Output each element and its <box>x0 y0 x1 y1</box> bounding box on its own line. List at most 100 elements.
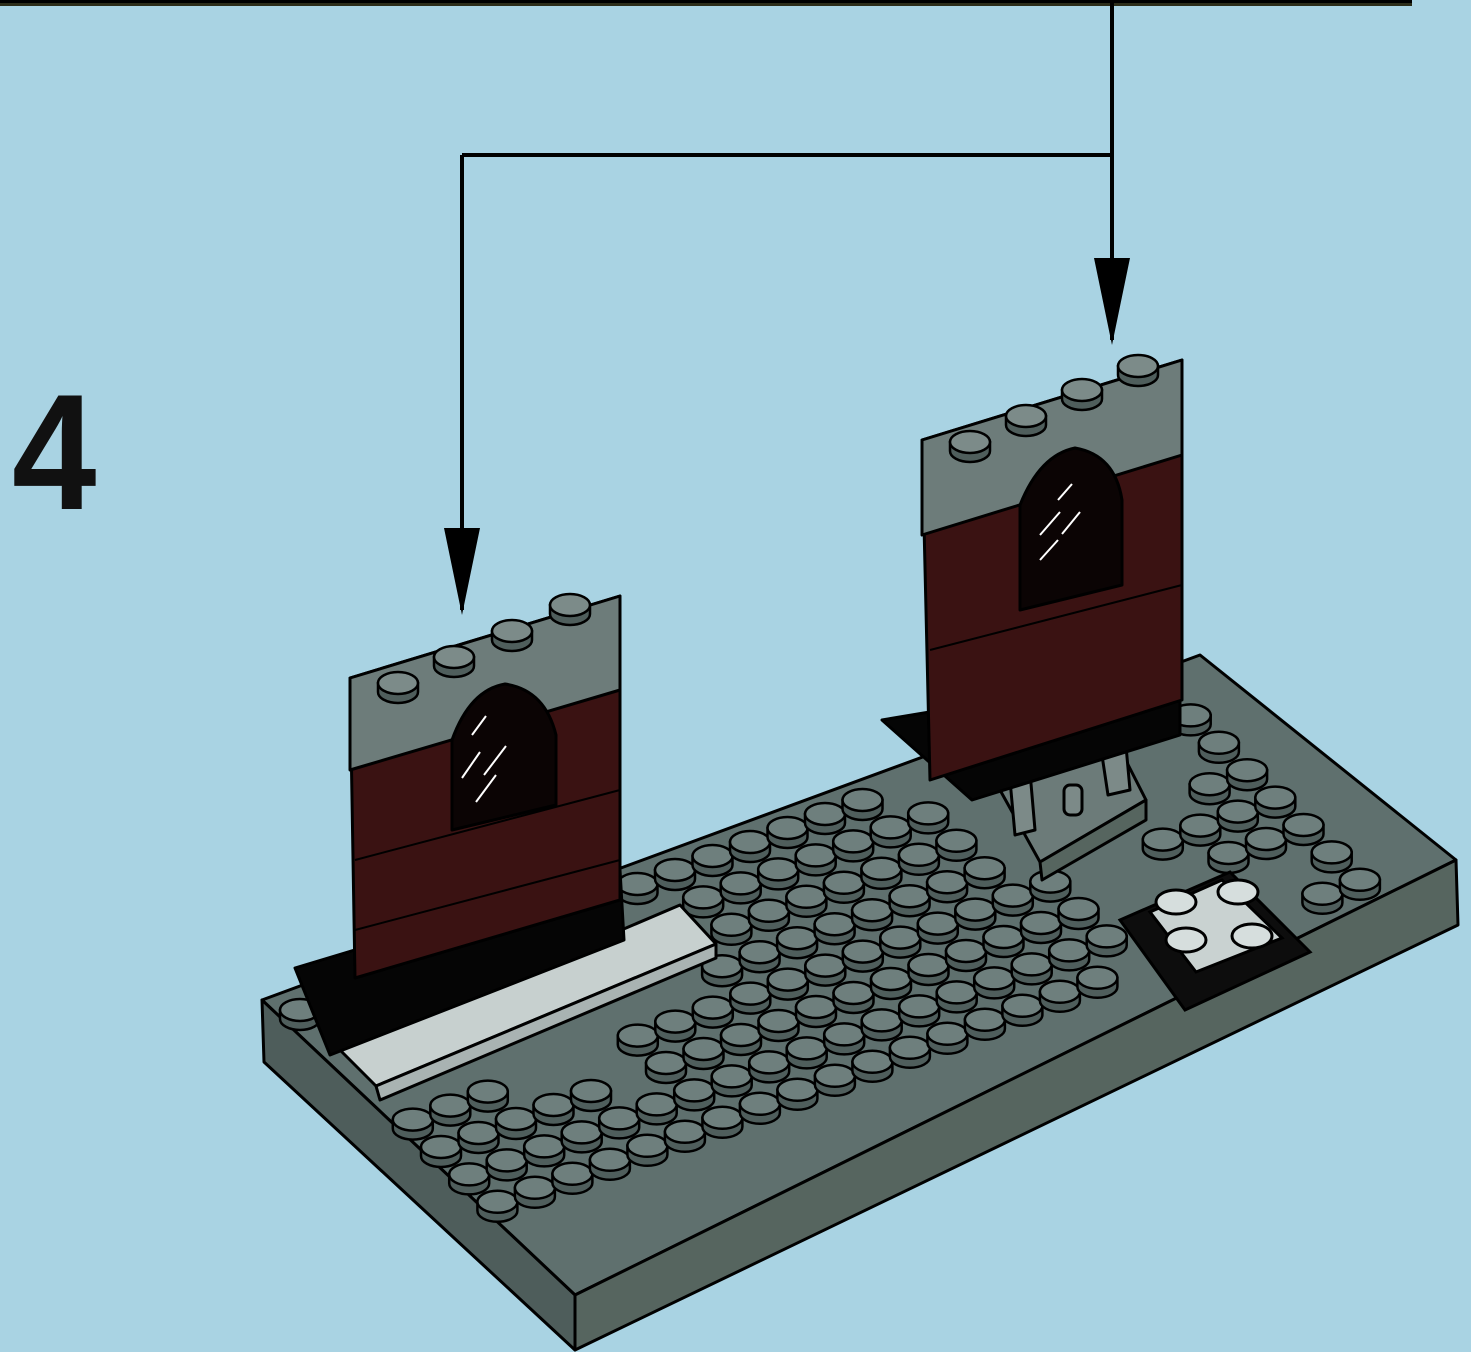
stud <box>740 941 780 972</box>
stud <box>590 1149 630 1180</box>
stud <box>421 1136 461 1167</box>
stud <box>824 872 864 903</box>
stud <box>492 620 532 651</box>
stud <box>618 873 658 904</box>
stud <box>899 995 939 1026</box>
stud <box>777 1079 817 1110</box>
stud <box>1143 829 1183 860</box>
stud <box>1087 925 1127 956</box>
stud <box>562 1121 602 1152</box>
stud <box>515 1177 555 1208</box>
stud <box>861 858 901 889</box>
stud <box>1190 773 1230 804</box>
stud <box>787 1037 827 1068</box>
stud <box>918 913 958 944</box>
stud <box>378 672 418 703</box>
stud <box>684 1038 724 1069</box>
stud <box>786 886 826 917</box>
stud <box>908 802 948 833</box>
stud <box>1118 355 1158 386</box>
stud <box>834 982 874 1013</box>
stud <box>571 1080 611 1111</box>
stud <box>852 899 892 930</box>
stud <box>843 941 883 972</box>
stud <box>1209 842 1249 873</box>
arrow-head-left-icon <box>444 528 480 615</box>
arrow-head-right-icon <box>1094 258 1130 345</box>
stud <box>627 1135 667 1166</box>
stud <box>550 594 590 625</box>
stud <box>796 844 836 875</box>
stud <box>768 817 808 848</box>
stud <box>946 940 986 971</box>
stud <box>712 1065 752 1096</box>
stud <box>965 1009 1005 1040</box>
stud <box>730 831 770 862</box>
stud <box>524 1135 564 1166</box>
stud <box>1246 828 1286 859</box>
stud <box>1012 953 1052 984</box>
stud <box>434 646 474 677</box>
stud <box>852 1051 892 1082</box>
stud <box>693 997 733 1028</box>
stud <box>805 803 845 834</box>
stud <box>693 845 733 876</box>
stud <box>1199 732 1239 763</box>
stud <box>758 858 798 889</box>
stud <box>880 927 920 958</box>
stud <box>1218 801 1258 832</box>
stud <box>890 885 930 916</box>
stud <box>1312 841 1352 872</box>
stud <box>674 1079 714 1110</box>
stud <box>1302 883 1342 914</box>
stud <box>909 954 949 985</box>
stud <box>655 859 695 890</box>
stud <box>534 1094 574 1125</box>
stud <box>1021 912 1061 943</box>
stud <box>777 927 817 958</box>
stud <box>974 967 1014 998</box>
stud <box>711 914 751 945</box>
stud <box>618 1025 658 1056</box>
stud <box>1255 787 1295 818</box>
stud <box>993 885 1033 916</box>
stud <box>721 1024 761 1055</box>
stud <box>487 1149 527 1180</box>
stud <box>862 1009 902 1040</box>
stud <box>1062 379 1102 410</box>
stud <box>637 1093 677 1124</box>
stud <box>833 830 873 861</box>
stud <box>796 996 836 1027</box>
stud <box>927 871 967 902</box>
stud <box>1284 814 1324 845</box>
stud <box>1180 815 1220 846</box>
stud <box>749 1051 789 1082</box>
stud <box>740 1093 780 1124</box>
stud <box>984 926 1024 957</box>
stud <box>430 1095 470 1126</box>
stud <box>1059 898 1099 929</box>
stud <box>768 969 808 1000</box>
callout-frame-edge <box>0 0 1412 6</box>
stud <box>937 981 977 1012</box>
stud <box>1049 939 1089 970</box>
stud <box>449 1163 489 1194</box>
stud <box>702 1107 742 1138</box>
stud <box>599 1107 639 1138</box>
stud <box>805 955 845 986</box>
stud <box>871 968 911 999</box>
stud <box>843 789 883 820</box>
stud <box>496 1108 536 1139</box>
stud <box>936 830 976 861</box>
stud <box>1340 869 1380 900</box>
stud <box>468 1081 508 1112</box>
stud <box>815 913 855 944</box>
stud <box>665 1121 705 1152</box>
stud <box>646 1052 686 1083</box>
stud <box>899 844 939 875</box>
step-number: 4 <box>12 370 96 535</box>
stud <box>721 872 761 903</box>
stud <box>1227 759 1267 790</box>
stud <box>683 886 723 917</box>
